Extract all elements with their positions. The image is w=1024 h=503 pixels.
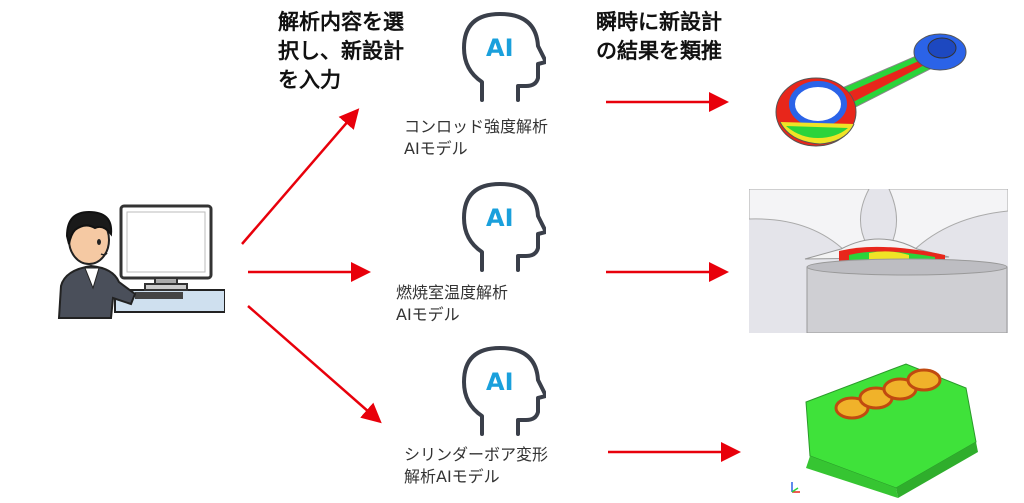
combustion-chamber-temperature-image (749, 189, 1008, 333)
model-1-label: コンロッド強度解析 AIモデル (404, 117, 549, 158)
ai-head-icon: AI (456, 6, 546, 106)
connecting-rod-stress-image (770, 30, 980, 150)
cylinder-block-deformation-image (786, 352, 986, 498)
arrow-to-model-3 (247, 305, 382, 424)
user-at-computer-icon (55, 200, 225, 320)
ai-text: AI (486, 34, 514, 62)
ai-model-2: AI 燃焼室温度解析 AIモデル (392, 176, 592, 336)
ai-model-1: AI コンロッド強度解析 AIモデル (400, 6, 600, 166)
arrow-to-model-1 (241, 108, 360, 245)
ai-text: AI (486, 368, 514, 396)
output-instruction-text: 瞬時に新設計 の結果を類推 (596, 10, 722, 63)
input-instruction-text: 解析内容を選 択し、新設計 を入力 (278, 10, 404, 92)
ai-model-3: AI シリンダーボア変形 解析AIモデル (400, 340, 600, 500)
ai-text: AI (486, 204, 514, 232)
ai-head-icon: AI (456, 340, 546, 440)
ai-head-icon: AI (456, 176, 546, 276)
model-2-label: 燃焼室温度解析 AIモデル (396, 283, 509, 324)
model-3-label: シリンダーボア変形 解析AIモデル (404, 445, 549, 486)
